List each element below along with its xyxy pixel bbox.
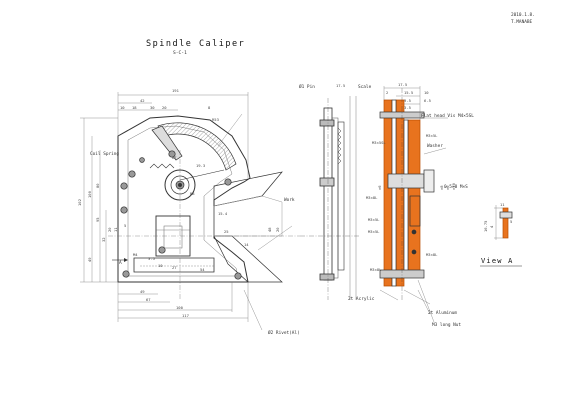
dim-side-left-4: M3×5L bbox=[368, 229, 380, 234]
dim-side-top-7: 6.5 bbox=[424, 98, 431, 103]
dim-front-left-7: 20 bbox=[107, 227, 112, 232]
dim-front-bottom-8: 100 bbox=[176, 305, 183, 310]
dim-side-right-3: ×8 bbox=[439, 185, 444, 190]
dim-front-misc-8: 48 bbox=[267, 227, 272, 232]
dim-side-right-4: ×9 bbox=[445, 185, 450, 190]
dim-front-left-4: 95 bbox=[95, 217, 100, 222]
dim-front-top-2: 42 bbox=[140, 98, 145, 103]
dim-view-a-2: 4 bbox=[489, 225, 494, 228]
dim-front-left-8: 11 bbox=[113, 227, 118, 232]
dim-front-top-3: 18 bbox=[132, 105, 137, 110]
dim-side-left-3: M3×5L bbox=[368, 217, 380, 222]
dim-front-misc-10: 5 bbox=[124, 223, 127, 228]
dim-front-bottom-2: 3.5 bbox=[148, 256, 155, 261]
date-text: 2010.1.8. bbox=[511, 13, 535, 18]
flat-head-vis-label: Flat head Vis M4×5SL bbox=[421, 114, 474, 119]
dim-front-left-5: 49 bbox=[87, 257, 92, 262]
dim-front-top-5: 30 bbox=[150, 105, 155, 110]
dim-front-bottom-7: 67 bbox=[146, 297, 151, 302]
scale-label: Scale bbox=[358, 85, 372, 90]
dim-front-left-6: 32 bbox=[101, 237, 106, 242]
acrylic-label: 2t Acrylic bbox=[348, 297, 375, 302]
drawing-title: Spindle Caliper bbox=[146, 39, 246, 49]
dim-front-bottom-1: M4 bbox=[133, 252, 138, 257]
dim-front-bottom-4: 27 bbox=[172, 265, 177, 270]
dim-front-bottom-5: 54 bbox=[200, 267, 205, 272]
drawing-subtitle: S-C-1 bbox=[173, 51, 187, 56]
dim-side-top-2: 17.5 bbox=[398, 82, 408, 87]
aluminum-label: 2t Aluminum bbox=[428, 311, 458, 316]
work-label: Work bbox=[284, 198, 295, 203]
dim-view-a-4: 5 bbox=[510, 219, 513, 224]
dim-front-misc-5: 15.4 bbox=[218, 211, 228, 216]
dim-side-left-2: M3×8L bbox=[366, 195, 378, 200]
dim-front-bottom-9: 117 bbox=[182, 313, 189, 318]
m-vis-label: 0.5×8 M×S bbox=[444, 185, 468, 190]
dim-side-left-5: M3×8L bbox=[370, 267, 382, 272]
dim-view-a-3: 11 bbox=[500, 202, 505, 207]
dim-front-left-1: 102 bbox=[77, 199, 82, 206]
dim-front-misc-3: 67 bbox=[172, 155, 177, 160]
m3-long-nut-label: M3 long Nut bbox=[432, 323, 462, 328]
dim-side-top-3: 2 bbox=[386, 90, 389, 95]
dim-side-right-1: M3×5L bbox=[426, 133, 438, 138]
dim-side-right-2: ×6 bbox=[377, 185, 382, 190]
dim-front-left-2: 100 bbox=[87, 191, 92, 198]
dim-front-misc-9: 20 bbox=[275, 227, 280, 232]
dim-front-top-6: 20 bbox=[162, 105, 167, 110]
view-a-detail bbox=[494, 205, 513, 240]
dim-side-top-8: 10 bbox=[424, 90, 429, 95]
view-a-label: View A bbox=[481, 257, 514, 265]
dim-front-top-4: 10 bbox=[120, 105, 125, 110]
pin-label: Ø1 Pin bbox=[299, 85, 315, 90]
section-dimensions bbox=[379, 86, 448, 323]
dim-front-misc-1: R53 bbox=[212, 117, 219, 122]
dim-side-top-1: 17.5 bbox=[336, 83, 346, 88]
front-dimensions bbox=[80, 92, 300, 331]
dim-front-misc-2: 19.3 bbox=[196, 163, 206, 168]
dim-side-top-5: 9.5 bbox=[404, 98, 411, 103]
dim-side-right-6: M3×8L bbox=[426, 252, 438, 257]
dim-front-misc-6: 25 bbox=[224, 229, 229, 234]
dim-side-right-5: ×10 bbox=[451, 183, 456, 190]
rivet-label: Ø2 Rivet(Al) bbox=[268, 331, 300, 336]
dim-side-top-6: 3.5 bbox=[404, 105, 411, 110]
dim-front-misc-4: R8 bbox=[190, 191, 195, 196]
coil-spring-label: Coil Spring bbox=[90, 152, 120, 157]
dim-side-top-4: 15.5 bbox=[404, 90, 414, 95]
dim-view-a-1: 16.75 bbox=[483, 220, 488, 232]
dim-front-top-1: 191 bbox=[172, 88, 179, 93]
author-text: T.MANABE bbox=[511, 20, 533, 25]
dim-front-misc-7: 14 bbox=[244, 242, 249, 247]
section-view bbox=[379, 88, 435, 300]
dim-front-top-7: 8 bbox=[208, 105, 211, 110]
dim-front-bottom-3: 10 bbox=[158, 263, 163, 268]
side-view bbox=[300, 96, 360, 300]
washer-label: Washer bbox=[427, 144, 443, 149]
front-view bbox=[117, 115, 283, 283]
dim-front-left-3: 80 bbox=[95, 183, 100, 188]
view-a-arrow-label: A bbox=[119, 261, 122, 266]
dim-front-bottom-6: 49 bbox=[140, 289, 145, 294]
dim-side-left-1: M3×5SL bbox=[372, 140, 386, 145]
